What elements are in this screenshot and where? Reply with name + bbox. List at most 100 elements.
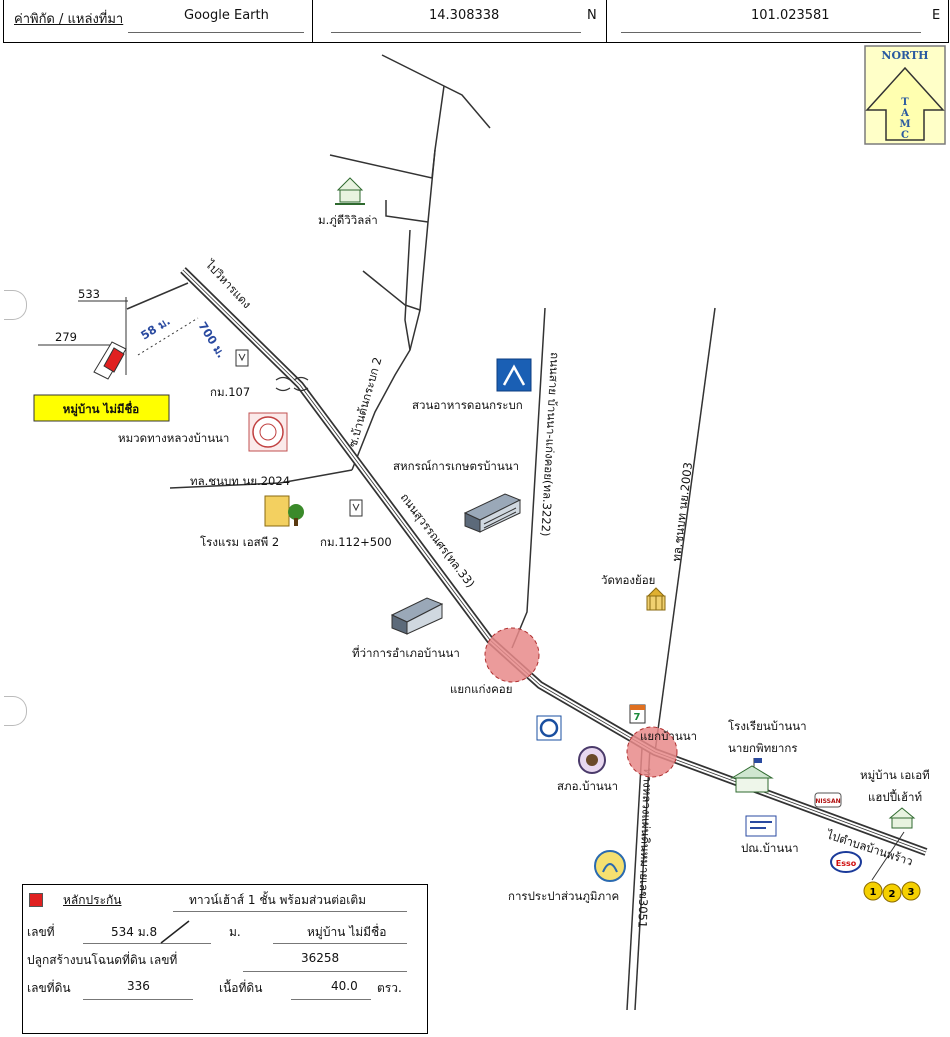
longitude-underline bbox=[621, 32, 921, 33]
nissan-logo-icon: NISSAN bbox=[814, 792, 842, 808]
km-post-icon bbox=[235, 349, 249, 367]
km112-label: กม.112+500 bbox=[320, 535, 392, 549]
km107-label: กม.107 bbox=[210, 385, 250, 399]
marker-number: 1 bbox=[870, 887, 877, 898]
distance-58: 58 ม. bbox=[138, 314, 173, 343]
coop-label: สหกรณ์การเกษตรบ้านนา bbox=[393, 459, 519, 473]
road-rural-2003 bbox=[654, 307, 716, 753]
area-label: เนื้อที่ดิน bbox=[219, 981, 263, 995]
village-2-label-b: แฮปปี้เฮ้าท์ bbox=[868, 789, 922, 804]
temple-icon bbox=[646, 587, 666, 611]
area-unit: ตรว. bbox=[377, 981, 402, 995]
legend-underline bbox=[83, 943, 211, 944]
bank-icon bbox=[536, 715, 562, 741]
marker-number: 3 bbox=[908, 887, 915, 898]
road-label-soi-krabok: ซ.บ้านต้นกระบก 2 bbox=[345, 356, 384, 449]
road-access bbox=[126, 282, 189, 310]
house-no-value: 534 ม.8 bbox=[111, 925, 158, 939]
source-cell: ค่าพิกัด / แหล่งที่มา Google Earth bbox=[3, 0, 313, 43]
longitude-cell: 101.023581 E bbox=[606, 0, 949, 43]
road-label-to-wat: ไปวิหารแดง bbox=[202, 257, 254, 311]
phuwiwat-label: ม.ภู่ดีวิวิลล่า bbox=[318, 213, 378, 227]
road-3051 bbox=[634, 747, 651, 1011]
punch-hole bbox=[4, 290, 27, 320]
plot-number-533: 533 bbox=[78, 287, 100, 301]
north-letter: T bbox=[901, 97, 909, 108]
post-office-icon bbox=[745, 815, 777, 837]
road-label-2024: ทล.ชนบท นย.2024 bbox=[190, 474, 290, 488]
kaeng-khoi-junction-label: แยกแก่งคอย bbox=[450, 682, 512, 696]
marker-circle bbox=[882, 883, 902, 903]
district-office-label: ที่ว่าการอำเภอบ้านนา bbox=[352, 645, 460, 660]
village-house-icon bbox=[888, 807, 916, 829]
hotel-label: โรงแรม เอสพี 2 bbox=[200, 535, 279, 549]
distance-line bbox=[137, 317, 199, 356]
village-value: หมู่บ้าน ไม่มีชื่อ bbox=[307, 925, 387, 939]
road-top-branch bbox=[381, 54, 491, 129]
legend-underline bbox=[291, 999, 371, 1000]
moo-label: ม. bbox=[229, 925, 241, 939]
wat-label: วัดทองย้อย bbox=[601, 573, 655, 587]
legend-underline bbox=[273, 943, 407, 944]
road-spur bbox=[329, 149, 436, 179]
legend-underline bbox=[243, 971, 407, 972]
waterworks-label: การประปาส่วนภูมิภาค bbox=[508, 889, 619, 903]
svg-text:7: 7 bbox=[634, 712, 641, 723]
esso-logo-icon: Esso bbox=[830, 851, 862, 873]
district-office-icon bbox=[390, 597, 444, 635]
road-label-3222: ถนนสาย บ้านนา-แก่งคอย(ทล.3222) bbox=[538, 352, 562, 537]
convenience-store-icon: 7 bbox=[629, 704, 646, 724]
legend-underline bbox=[173, 911, 407, 912]
km-post-icon bbox=[349, 499, 363, 517]
land-no-label: เลขที่ดิน bbox=[27, 981, 71, 995]
marker-number: 2 bbox=[889, 889, 896, 900]
north-letter: M bbox=[899, 119, 910, 130]
coordinate-header: ค่าพิกัด / แหล่งที่มา Google Earth 14.30… bbox=[0, 0, 950, 44]
road-spur bbox=[385, 200, 429, 223]
village-name: หมู่บ้าน ไม่มีชื่อ bbox=[63, 400, 140, 417]
ban-na-junction-label: แยกบ้านนา bbox=[640, 729, 697, 743]
longitude-dir: E bbox=[932, 8, 941, 23]
north-letter: A bbox=[900, 108, 909, 119]
minor-roads bbox=[126, 54, 716, 1011]
marker-circle bbox=[901, 881, 921, 901]
police-label: สภอ.บ้านนา bbox=[557, 779, 618, 793]
road-spur bbox=[362, 270, 421, 311]
collateral-swatch bbox=[29, 893, 43, 907]
road-spur bbox=[404, 229, 411, 351]
road-label-2003: ทล.ชนบท นย.2003 bbox=[669, 461, 695, 562]
restaurant-label: สวนอาหารดอนกระบก bbox=[412, 398, 523, 412]
road-3051-edge bbox=[626, 747, 643, 1011]
village-2-label-a: หมู่บ้าน เอเอที bbox=[860, 768, 930, 782]
deed-value: 36258 bbox=[301, 951, 340, 965]
highway-emblem-icon bbox=[248, 412, 288, 452]
pen-stroke bbox=[160, 920, 190, 944]
plot-marker: 533 279 bbox=[38, 287, 128, 380]
road-break-mark bbox=[275, 376, 309, 392]
esso-text: Esso bbox=[836, 859, 857, 868]
marker-circle bbox=[863, 881, 883, 901]
latitude-dir: N bbox=[587, 8, 597, 23]
legend-underline bbox=[83, 999, 193, 1000]
north-badge: NORTH T A M C bbox=[864, 45, 946, 145]
village-label: หมู่บ้าน ไม่มีชื่อ bbox=[33, 394, 170, 422]
nissan-text: NISSAN bbox=[815, 798, 840, 805]
junction-kaeng-khoi bbox=[484, 627, 540, 683]
latitude-underline bbox=[331, 32, 581, 33]
longitude-value: 101.023581 bbox=[751, 8, 830, 23]
village-house-icon bbox=[335, 177, 365, 205]
collateral-label: หลักประกัน bbox=[63, 893, 122, 907]
source-value: Google Earth bbox=[184, 8, 269, 23]
coord-label: ค่าพิกัด / แหล่งที่มา bbox=[14, 12, 124, 27]
school-label-2: นายกพิทยากร bbox=[728, 741, 798, 755]
building-icon bbox=[463, 493, 522, 533]
hotel-icon bbox=[264, 495, 304, 527]
pointer-lines bbox=[871, 831, 905, 881]
type-description: ทาวน์เฮ้าส์ 1 ชั้น พร้อมส่วนต่อเติม bbox=[189, 893, 367, 907]
road-rural-2024 bbox=[169, 469, 353, 489]
waterworks-logo-icon bbox=[594, 850, 626, 882]
police-emblem-icon bbox=[578, 746, 606, 774]
area-value: 40.0 bbox=[331, 979, 358, 993]
restaurant-sign-icon bbox=[496, 358, 532, 392]
